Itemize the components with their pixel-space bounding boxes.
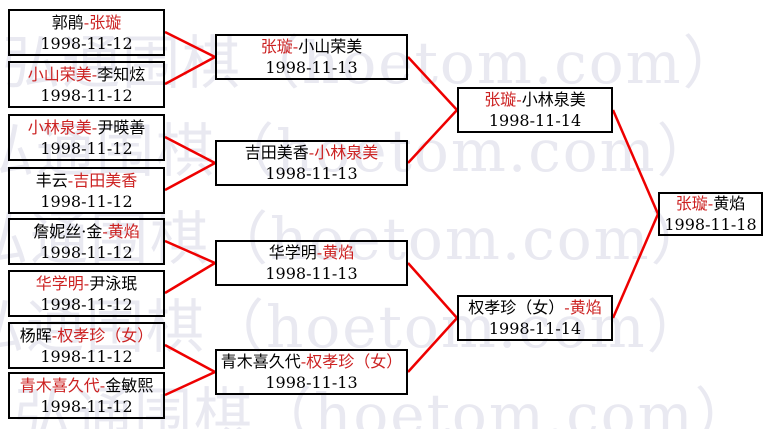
watermark-text: 弘通围棋（hoetom.com） 弘通围棋（hoetom.com） [2,29,770,97]
winner-name: -小林泉美 [308,143,379,162]
winner-name: -吉田美香 [67,170,138,190]
match-players: 华学明-黄焰 [269,242,354,263]
match-players: 詹妮丝·金-黄焰 [33,221,140,242]
connector-line [611,109,660,215]
loser-name: 丰云 [35,170,68,190]
connector-line [164,370,216,397]
match-date: 1998-11-13 [265,264,358,283]
winner-name: 青木喜久代- [19,375,106,395]
loser-name: 郭鹃 [51,12,84,32]
loser-name: 李知炫 [97,64,146,84]
match-players: 张璇-小山荣美 [261,36,362,57]
loser-name: 尹暎善 [97,117,146,137]
match-box-round2: 青木喜久代-权孝珍（女）1998-11-13 [215,349,408,395]
winner-name: -黄焰 [316,243,355,262]
match-players: 华学明-尹泳珉 [36,273,137,294]
match-players: 张璇-黄焰 [676,193,745,214]
connector-line [407,56,458,111]
loser-name: 杨晖 [19,325,52,345]
match-players: 青木喜久代-权孝珍（女） [221,351,402,372]
winner-name: -黄焰 [102,221,140,241]
winner-name: 小林泉美- [27,117,98,137]
match-players: 小山荣美-李知炫 [28,64,145,85]
match-date: 1998-11-14 [488,319,582,338]
watermark-text: 弘通围棋（hoetom.com） 弘通围棋（hoetom.com） [0,117,770,185]
match-players: 丰云-吉田美香 [36,170,137,191]
winner-name: 张璇- [260,37,299,56]
connector-line [164,30,216,59]
match-date: 1998-11-12 [40,33,133,53]
connector-line [164,55,216,86]
connector-line [164,239,216,265]
match-date: 1998-11-18 [664,215,757,234]
connector-line [407,317,458,373]
match-players: 青木喜久代-金敏熙 [20,375,153,396]
match-date: 1998-11-12 [40,85,133,105]
match-players: 张璇-小林泉美 [484,89,585,110]
winner-name: 张璇- [675,194,714,213]
winner-name: -张璇 [83,12,122,32]
winner-name: 张璇- [484,90,522,109]
winner-name: 小山荣美- [27,64,98,84]
match-date: 1998-11-12 [40,242,133,262]
match-date: 1998-11-12 [40,294,133,314]
loser-name: 吉田美香 [244,143,309,162]
loser-name: 青木喜久代 [220,352,301,371]
winner-name: -权孝珍（女） [51,325,154,345]
loser-name: 华学明 [268,243,317,262]
match-players: 小林泉美-尹暎善 [28,117,145,138]
match-date: 1998-11-12 [40,191,133,211]
connector-line [164,343,216,374]
match-date: 1998-11-12 [40,138,133,158]
loser-name: 小林泉美 [521,90,586,109]
winner-name: -权孝珍（女） [300,352,403,371]
loser-name: 黄焰 [713,194,746,213]
loser-name: 小山荣美 [298,37,363,56]
watermark-text: 弘通围棋（hoetom.com） 弘通围棋（hoetom.com） [0,293,770,361]
connector-line [611,213,660,319]
match-players: 吉田美香-小林泉美 [245,142,378,163]
match-players: 郭鹃-张璇 [52,12,121,33]
loser-name: 金敏熙 [105,375,154,395]
match-box-round1: 杨晖-权孝珍（女）1998-11-12 [8,322,165,369]
connector-line [164,161,216,192]
match-date: 1998-11-12 [40,346,133,366]
winner-name: 华学明- [35,273,90,293]
loser-name: 权孝珍（女） [468,298,565,317]
loser-name: 尹泳珉 [89,273,138,293]
connector-line [164,135,216,165]
winner-name: -黄焰 [564,298,602,317]
connector-line [407,262,458,319]
match-players: 权孝珍（女）-黄焰 [468,297,601,318]
match-date: 1998-11-13 [265,373,358,392]
loser-name: 詹妮丝·金 [33,221,103,241]
match-date: 1998-11-14 [488,111,582,130]
match-date: 1998-11-13 [265,164,358,183]
match-date: 1998-11-12 [40,396,133,416]
connector-line [407,109,458,164]
match-date: 1998-11-13 [265,58,358,77]
match-players: 杨晖-权孝珍（女） [20,325,153,346]
connector-line [164,261,216,295]
